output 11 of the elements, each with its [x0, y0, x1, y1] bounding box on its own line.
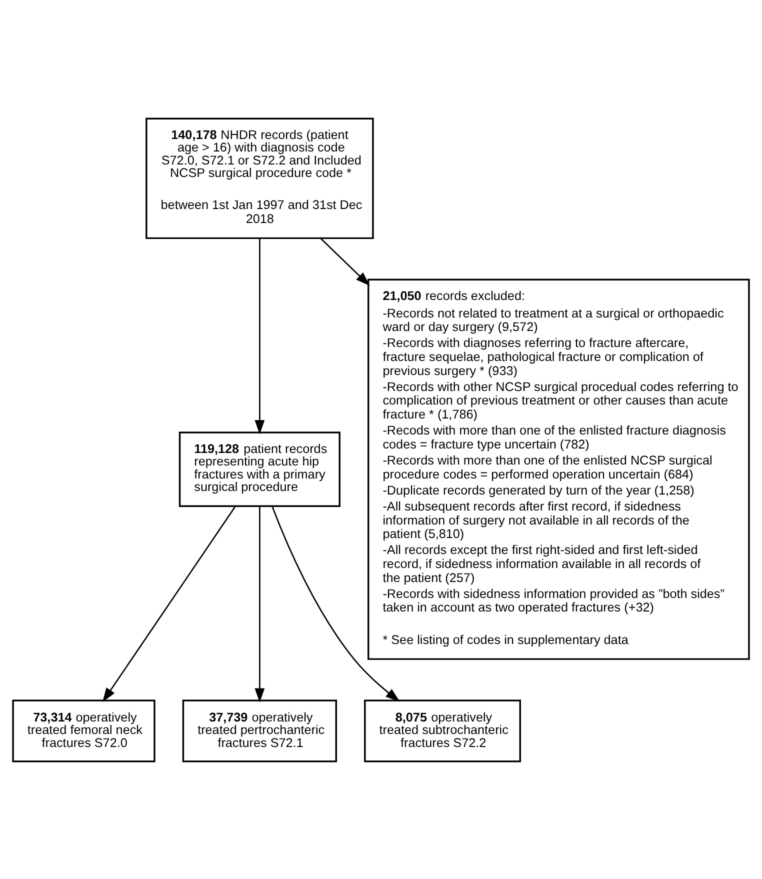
node-box: 119,128 patient records representing acute hip fractures with a primary surgical procedure [178, 431, 340, 506]
node-box: 37,739 operatively treated pertrochanteric fractures S72.1 [182, 699, 338, 762]
node-box: 8,075 operatively treated subtrochanteric fractures S72.2 [364, 699, 521, 762]
arrow [254, 506, 265, 702]
node-box: 73,314 operatively treated femoral neck fractures S72.0 [12, 699, 156, 762]
arrow [272, 505, 400, 702]
node-box: 21,050 records excluded: -Records not related to treatment at a surgical or orthopaedic ward or day surgery (9,572) -Records with diagnoses referring to fracture aftercare, fracture sequelae, pathological fracture or complication of previous surgery * (933) -Records with other NCSP surgical procedual codes referring to complication of previous treatment or other causes than acute fracture * (1,786) -Recods with more than one of the enlisted fracture diagnosis codes = fracture type uncertain (782) -Records with more than one of the enlisted NCSP surgical procedure codes = performed operation uncertain (684) -Duplicate records generated by turn of the year (1,258) -All subsequent records after first record, if sidedness information of surgery not available in all records of the patient (5,810) -All records except the first right-sided and first left-sided record, if sidedness information available in all records of the patient (257) -Records with sidedness information provided as ”both sides” taken in account as two operated fractures (+32) * See listing of codes in supplementary data [367, 278, 750, 660]
arrow [254, 238, 265, 434]
node-box: 140,178 NHDR records (patient age > 16) with diagnosis code S72.0, S72.1 or S72.2 and Included NCSP surgical procedure code * between 1st Jan 1997 and 31st Dec 2018 [146, 117, 374, 239]
arrow [320, 237, 370, 286]
arrow [102, 506, 236, 702]
